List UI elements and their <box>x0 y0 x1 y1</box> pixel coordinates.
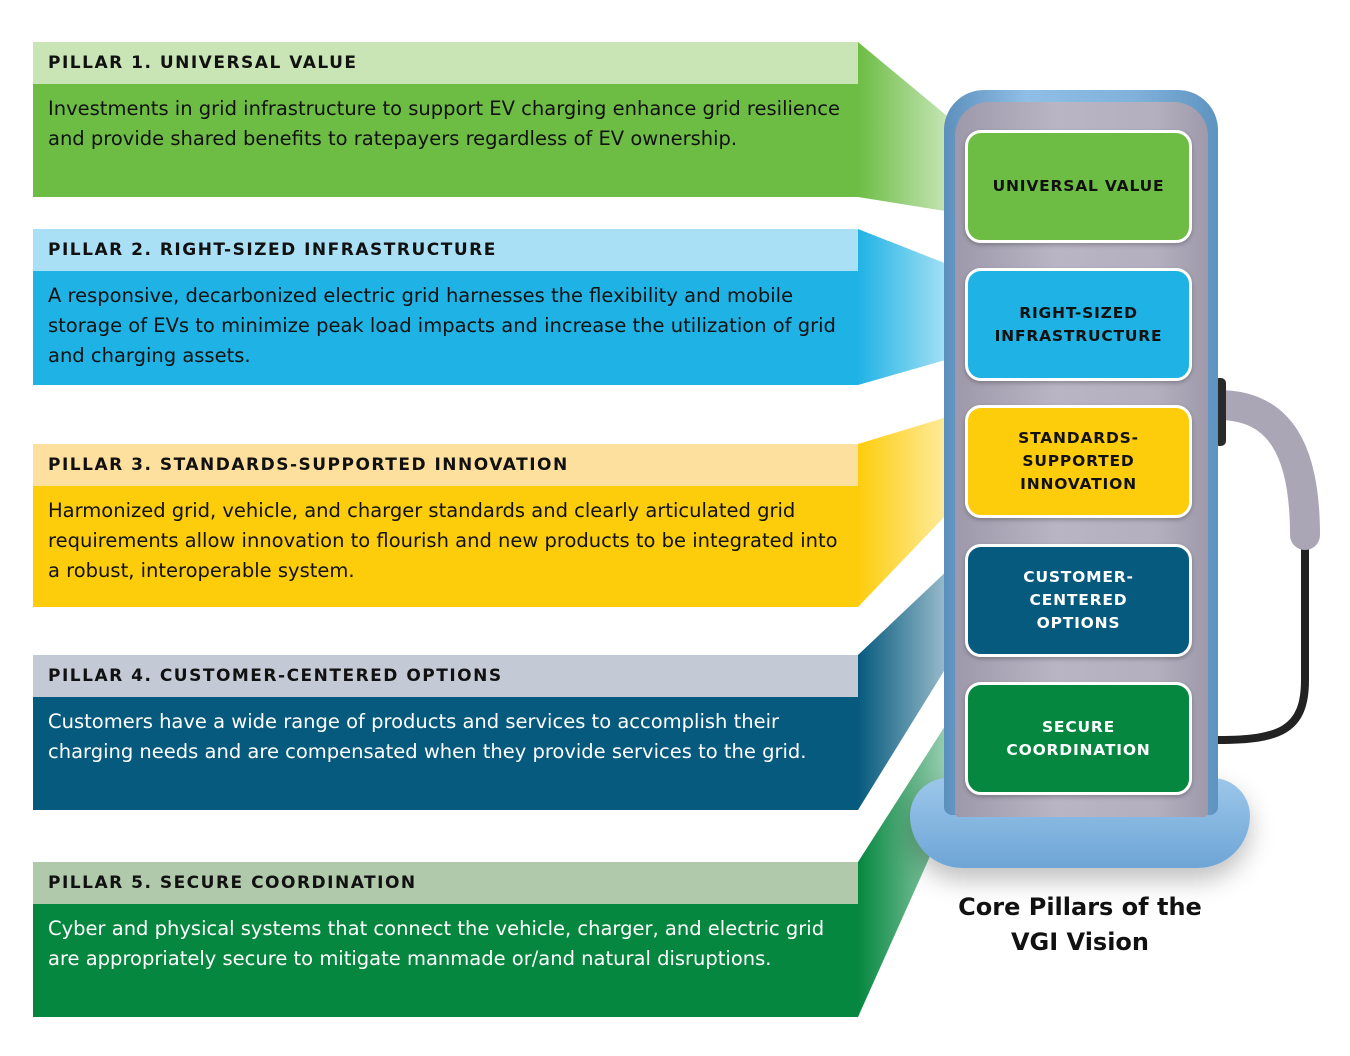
pillar-header: PILLAR 5. SECURE COORDINATION <box>33 862 858 904</box>
charger-pillar-box: UNIVERSAL VALUE <box>965 130 1192 243</box>
charger-pillar-box: STANDARDS- SUPPORTED INNOVATION <box>965 405 1192 518</box>
charger-pillar-box: RIGHT-SIZED INFRASTRUCTURE <box>965 268 1192 381</box>
charger-pillar-box: CUSTOMER- CENTERED OPTIONS <box>965 544 1192 657</box>
pillar-description: Cyber and physical systems that connect … <box>33 904 858 1017</box>
pillar-header: PILLAR 4. CUSTOMER-CENTERED OPTIONS <box>33 655 858 697</box>
pillar-panel: PILLAR 1. UNIVERSAL VALUE Investments in… <box>33 42 858 197</box>
pillar-panel: PILLAR 3. STANDARDS-SUPPORTED INNOVATION… <box>33 444 858 607</box>
pillar-header: PILLAR 1. UNIVERSAL VALUE <box>33 42 858 84</box>
connector-wedge <box>858 229 970 385</box>
pillar-description: A responsive, decarbonized electric grid… <box>33 271 858 385</box>
pillar-panel: PILLAR 2. RIGHT-SIZED INFRASTRUCTURE A r… <box>33 229 858 385</box>
pillar-description: Customers have a wide range of products … <box>33 697 858 810</box>
connector-wedge <box>858 549 970 810</box>
pillar-panel: PILLAR 5. SECURE COORDINATION Cyber and … <box>33 862 858 1017</box>
diagram-caption: Core Pillars of the VGI Vision <box>958 893 1202 956</box>
pillar-header: PILLAR 2. RIGHT-SIZED INFRASTRUCTURE <box>33 229 858 271</box>
charger-pillar-box: SECURE COORDINATION <box>965 682 1192 795</box>
connector-wedge <box>858 410 970 607</box>
pillar-header: PILLAR 3. STANDARDS-SUPPORTED INNOVATION <box>33 444 858 486</box>
pillar-description: Harmonized grid, vehicle, and charger st… <box>33 486 858 607</box>
connector-wedge <box>858 42 970 215</box>
pillar-panel: PILLAR 4. CUSTOMER-CENTERED OPTIONS Cust… <box>33 655 858 810</box>
pillar-description: Investments in grid infrastructure to su… <box>33 84 858 197</box>
connector-wedge <box>858 687 970 1017</box>
